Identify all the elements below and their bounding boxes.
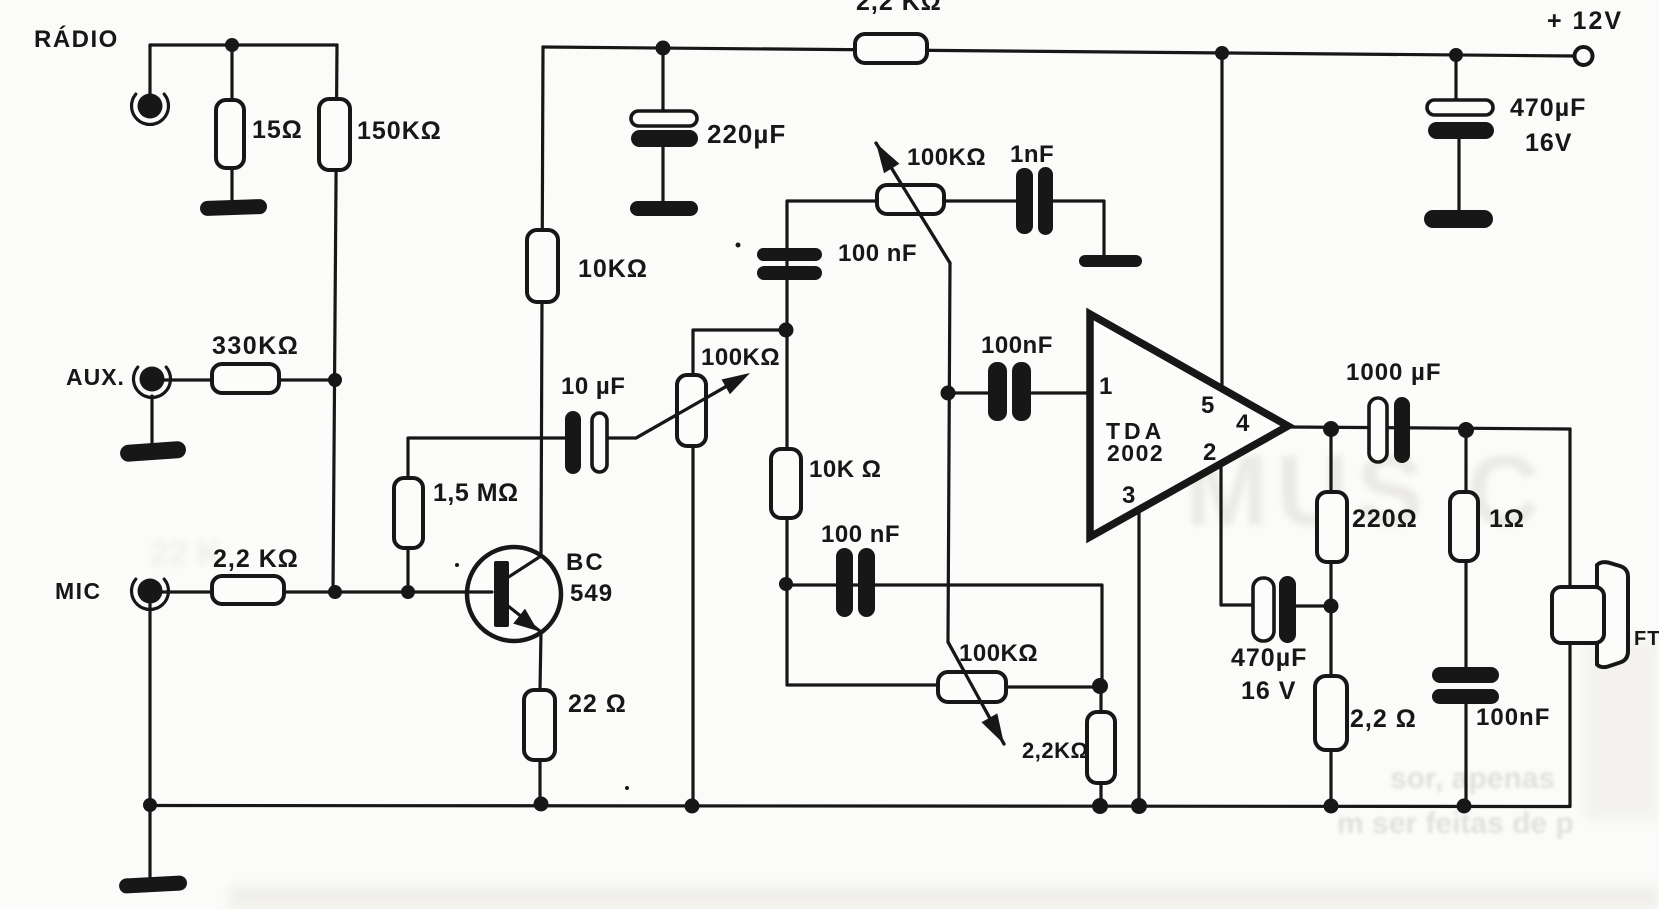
svg-text:470µF: 470µF: [1231, 644, 1307, 672]
svg-text:AUX.: AUX.: [66, 364, 125, 390]
svg-text:100KΩ: 100KΩ: [907, 144, 986, 171]
svg-text:330KΩ: 330KΩ: [212, 332, 299, 360]
svg-text:2,2 Ω: 2,2 Ω: [1350, 705, 1417, 733]
svg-text:2,2KΩ: 2,2KΩ: [1022, 738, 1089, 763]
svg-text:3: 3: [1122, 482, 1135, 509]
svg-text:470µF: 470µF: [1510, 94, 1586, 122]
svg-text:16 V: 16 V: [1241, 677, 1296, 705]
svg-text:10KΩ: 10KΩ: [578, 255, 648, 283]
svg-text:10K Ω: 10K Ω: [809, 456, 881, 483]
svg-text:BC: BC: [566, 549, 605, 576]
svg-text:RÁDIO: RÁDIO: [34, 25, 119, 53]
svg-text:MIC: MIC: [55, 578, 102, 604]
svg-text:+ 12V: + 12V: [1547, 7, 1623, 35]
svg-text:2,2 KΩ: 2,2 KΩ: [213, 545, 299, 573]
svg-text:16V: 16V: [1525, 129, 1572, 157]
svg-text:150KΩ: 150KΩ: [357, 117, 442, 145]
svg-text:TDA: TDA: [1106, 418, 1165, 444]
svg-text:1Ω: 1Ω: [1489, 505, 1525, 533]
svg-text:100 nF: 100 nF: [838, 240, 917, 267]
svg-text:220Ω: 220Ω: [1352, 505, 1418, 533]
svg-text:22 K: 22 K: [150, 535, 222, 573]
svg-text:4: 4: [1236, 410, 1250, 437]
svg-text:100 nF: 100 nF: [821, 521, 900, 548]
svg-text:2: 2: [1203, 439, 1216, 466]
svg-text:1: 1: [1099, 373, 1112, 400]
svg-text:100nF: 100nF: [981, 332, 1053, 359]
svg-text:100KΩ: 100KΩ: [701, 344, 780, 371]
svg-text:10 µF: 10 µF: [561, 373, 625, 400]
svg-text:m ser feitas de p: m ser feitas de p: [1337, 807, 1574, 840]
svg-text:549: 549: [570, 580, 613, 607]
svg-text:2002: 2002: [1107, 440, 1164, 466]
svg-text:220µF: 220µF: [707, 119, 786, 149]
svg-text:1000 µF: 1000 µF: [1346, 359, 1442, 386]
svg-text:1,5 MΩ: 1,5 MΩ: [433, 479, 519, 507]
svg-text:15Ω: 15Ω: [252, 116, 303, 144]
svg-text:5: 5: [1201, 392, 1214, 419]
svg-text:22 Ω: 22 Ω: [568, 690, 627, 718]
svg-text:2,2 KΩ: 2,2 KΩ: [856, 0, 942, 16]
svg-text:100nF: 100nF: [1476, 704, 1550, 731]
svg-text:1nF: 1nF: [1010, 141, 1054, 168]
svg-text:100KΩ: 100KΩ: [959, 640, 1038, 667]
svg-text:sor, apenas: sor, apenas: [1390, 762, 1555, 795]
svg-text:FT: FT: [1634, 628, 1659, 650]
